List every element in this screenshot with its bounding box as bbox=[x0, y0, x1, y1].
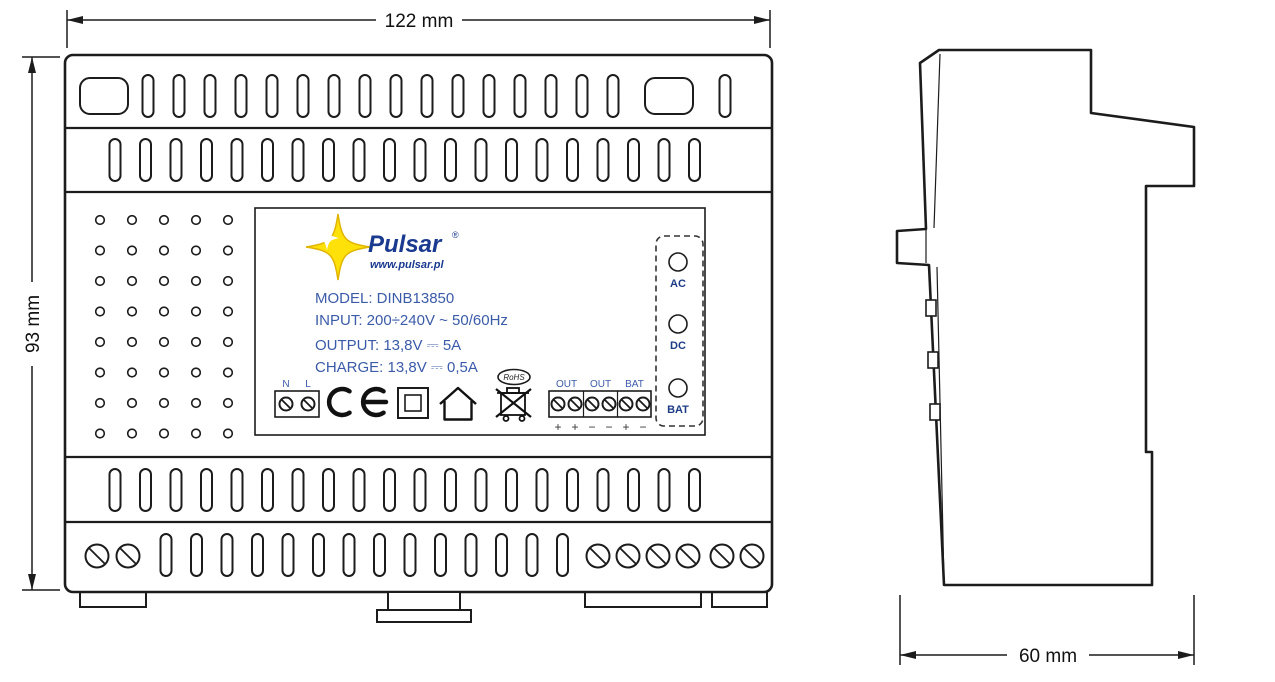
label-output: OUTPUT: 13,8V ⎓ 5A bbox=[315, 337, 461, 354]
arrow-right-icon bbox=[754, 16, 770, 24]
class2-insulation-icon bbox=[397, 387, 429, 419]
polarity-2: + bbox=[571, 420, 578, 434]
led-panel-border bbox=[655, 235, 704, 427]
polarity-1: + bbox=[554, 420, 561, 434]
arrow-down-icon bbox=[28, 574, 36, 590]
vent-slots-row-2 bbox=[108, 138, 701, 182]
brand-name: Pulsar bbox=[368, 231, 443, 258]
mains-terminal-block: N L bbox=[274, 379, 320, 418]
dimension-width: 122 mm bbox=[66, 8, 771, 48]
label-input: INPUT: 200÷240V ~ 50/60Hz bbox=[315, 312, 508, 329]
knockout-left bbox=[79, 77, 129, 115]
ce-mark-icon bbox=[326, 386, 389, 418]
side-notch-3 bbox=[929, 403, 941, 421]
polarity-5: + bbox=[622, 420, 629, 434]
enclosure-side-outline bbox=[895, 48, 1196, 587]
polarity-4: − bbox=[605, 420, 612, 434]
knockout-right bbox=[644, 77, 694, 115]
pulsar-logo: Pulsar ® www.pulsar.pl bbox=[305, 213, 459, 281]
led-dc-label: DC bbox=[670, 340, 686, 352]
polarity-3: − bbox=[588, 420, 595, 434]
dimension-depth: 60 mm bbox=[899, 595, 1195, 667]
indoor-use-icon bbox=[439, 386, 477, 421]
dimension-height-label: 93 mm bbox=[23, 295, 44, 353]
rohs-label: RoHS bbox=[503, 373, 525, 382]
bottom-terminal-screws bbox=[84, 543, 765, 569]
label-charge: CHARGE: 13,8V ⎓ 0,5A bbox=[315, 359, 478, 376]
terminal-group-bracket-left bbox=[79, 592, 147, 608]
label-model: MODEL: DINB13850 bbox=[315, 290, 454, 307]
vent-dot-grid bbox=[94, 214, 234, 439]
led-dc bbox=[668, 314, 688, 334]
led-bat-label: BAT bbox=[667, 404, 689, 416]
led-ac bbox=[668, 252, 688, 272]
led-ac-label: AC bbox=[670, 278, 686, 290]
side-notch-2 bbox=[927, 351, 939, 369]
trademark-symbol: ® bbox=[452, 230, 459, 240]
front-face-seam-top bbox=[933, 53, 941, 229]
product-label: Pulsar ® www.pulsar.pl MODEL: DINB13850 … bbox=[254, 207, 706, 436]
dimension-depth-label: 60 mm bbox=[1019, 646, 1077, 667]
weee-bin-icon bbox=[495, 387, 532, 422]
led-indicator-panel: AC DC BAT bbox=[655, 235, 704, 427]
arrow-right-icon bbox=[1178, 651, 1194, 659]
side-view bbox=[895, 48, 1196, 587]
dimension-height: 93 mm bbox=[20, 56, 60, 591]
terminal-n-label: N bbox=[282, 379, 289, 390]
vent-slots-row-1 bbox=[141, 74, 732, 118]
star-icon bbox=[305, 213, 371, 281]
polarity-6: − bbox=[639, 420, 646, 434]
front-face-seam-bottom bbox=[936, 266, 945, 584]
terminal-group-bracket-right1 bbox=[584, 592, 702, 608]
terminal-l-label: L bbox=[305, 379, 311, 390]
side-notch-1 bbox=[925, 299, 937, 317]
arrow-up-icon bbox=[28, 57, 36, 73]
dimension-width-label: 122 mm bbox=[385, 11, 454, 32]
output-terminal-block: OUT OUT BAT + + − − + − bbox=[548, 379, 652, 434]
arrow-left-icon bbox=[900, 651, 916, 659]
website: www.pulsar.pl bbox=[370, 259, 444, 271]
rohs-badge: RoHS bbox=[497, 368, 531, 386]
din-rail-clip bbox=[376, 591, 472, 623]
led-bat bbox=[668, 378, 688, 398]
front-view: Pulsar ® www.pulsar.pl MODEL: DINB13850 … bbox=[63, 53, 774, 623]
arrow-left-icon bbox=[67, 16, 83, 24]
terminal-group-bat-label: BAT bbox=[625, 379, 644, 390]
terminal-group-bracket-right2 bbox=[711, 592, 768, 608]
vent-slots-row-4 bbox=[159, 533, 569, 577]
terminal-group-out2-label: OUT bbox=[590, 379, 611, 390]
vent-slots-row-3 bbox=[108, 468, 701, 512]
terminal-group-out1-label: OUT bbox=[556, 379, 577, 390]
star-highlight bbox=[315, 226, 339, 250]
